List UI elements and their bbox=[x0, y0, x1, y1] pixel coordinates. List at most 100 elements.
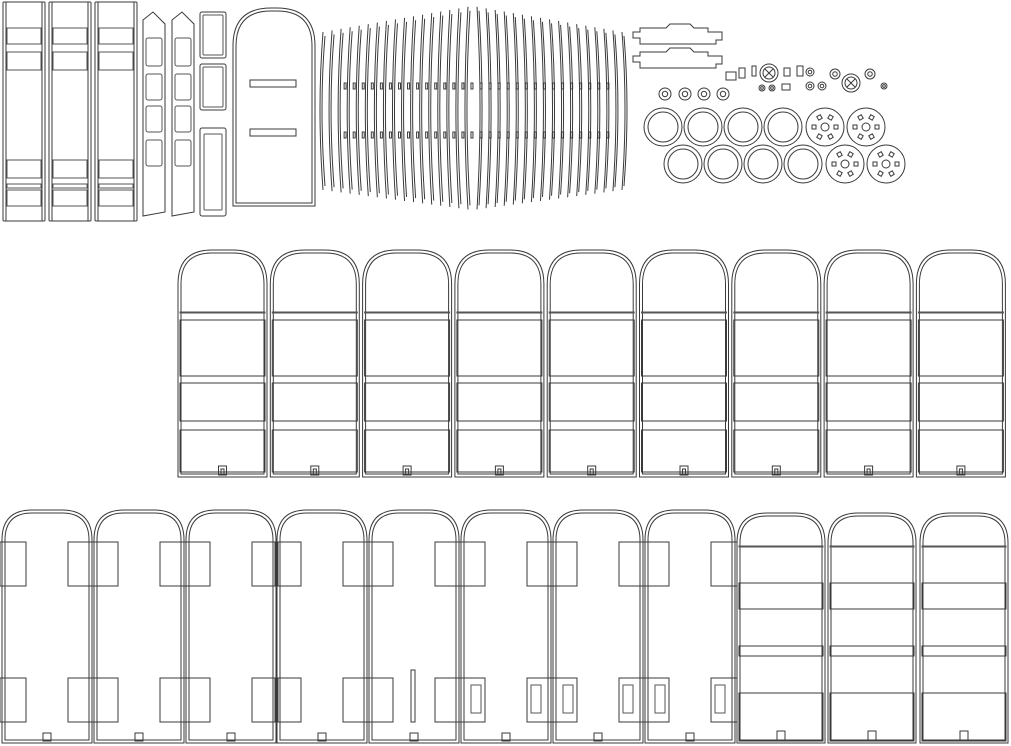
hub-hole bbox=[837, 171, 842, 176]
small-washer bbox=[830, 69, 840, 79]
side-panel-slot bbox=[715, 685, 725, 713]
window-panel-outline bbox=[455, 250, 544, 477]
small-washer bbox=[865, 69, 875, 79]
side-panel-tab bbox=[43, 733, 51, 741]
rib-slot bbox=[507, 132, 509, 138]
rib-slot bbox=[580, 83, 582, 89]
hub-hole bbox=[895, 162, 899, 166]
ladder-rung bbox=[7, 184, 41, 188]
rib-curve bbox=[413, 20, 416, 198]
rib bbox=[504, 12, 509, 206]
rib bbox=[531, 16, 536, 202]
bracket-outline bbox=[633, 48, 722, 68]
side-panel bbox=[643, 510, 737, 743]
rib-curve bbox=[392, 19, 395, 199]
window-opening bbox=[365, 320, 450, 376]
rib-curve bbox=[458, 12, 461, 204]
narrow-panel-window bbox=[146, 106, 162, 132]
rib-slot bbox=[562, 132, 564, 138]
side-panel-notch bbox=[184, 542, 210, 586]
door-slot bbox=[250, 129, 296, 136]
rib-curve bbox=[622, 32, 625, 190]
narrow-panel-window bbox=[175, 140, 191, 166]
rib-slot bbox=[553, 132, 555, 138]
hub-hole bbox=[858, 134, 863, 139]
hub bbox=[806, 108, 844, 146]
hub-hole bbox=[869, 115, 874, 120]
window-opening bbox=[918, 430, 1003, 472]
window-opening bbox=[457, 430, 542, 472]
rib-curve bbox=[477, 7, 480, 210]
rib-curve bbox=[322, 36, 325, 186]
rib-curve bbox=[488, 12, 491, 204]
window-divider bbox=[549, 312, 634, 313]
rib bbox=[586, 26, 591, 195]
small-washer bbox=[769, 85, 775, 91]
window-opening bbox=[180, 430, 265, 472]
slotted-panel-inner bbox=[740, 516, 822, 740]
washer-hole bbox=[682, 91, 687, 96]
rib-curve bbox=[358, 30, 361, 191]
rib-curve bbox=[550, 19, 553, 199]
ring-outer bbox=[744, 145, 782, 183]
rib-curve bbox=[524, 19, 527, 200]
window-divider bbox=[457, 312, 542, 313]
small-washer bbox=[717, 88, 729, 100]
side-panel-notch bbox=[184, 678, 210, 722]
rib-slot bbox=[571, 132, 573, 138]
hub-hole bbox=[878, 171, 883, 176]
window-panel-notch bbox=[313, 469, 316, 475]
hub-hole bbox=[875, 125, 879, 129]
window-panel bbox=[824, 250, 913, 477]
rib-curve bbox=[385, 25, 388, 195]
slotted-opening bbox=[922, 646, 1006, 656]
window-opening bbox=[272, 383, 357, 421]
slotted-divider bbox=[739, 546, 823, 547]
side-panel-outline bbox=[369, 510, 459, 743]
gear-inner bbox=[763, 67, 775, 79]
gear-inner bbox=[845, 77, 857, 89]
window-panel-inner bbox=[458, 253, 541, 474]
window-opening bbox=[365, 430, 450, 472]
ring bbox=[744, 145, 782, 183]
hub-center bbox=[882, 160, 890, 168]
rib-slot bbox=[426, 83, 428, 89]
rib-slot bbox=[553, 83, 555, 89]
ring-outer bbox=[684, 108, 722, 146]
rib-curve bbox=[588, 30, 591, 191]
rib-curve bbox=[615, 34, 618, 187]
hub-hole bbox=[878, 152, 883, 157]
gear-cross bbox=[765, 69, 773, 77]
slotted-opening bbox=[830, 646, 914, 656]
slotted-panel-inner bbox=[923, 516, 1005, 740]
rib-slot bbox=[516, 132, 518, 138]
side-panel-notch bbox=[551, 678, 577, 722]
rib-curve bbox=[522, 15, 525, 204]
narrow-panel-window bbox=[175, 106, 191, 132]
rib-curve bbox=[540, 18, 543, 201]
side-panel-inner bbox=[189, 513, 273, 740]
window-panel bbox=[363, 250, 452, 477]
side-panel-notch bbox=[0, 678, 26, 722]
door-outline bbox=[233, 8, 315, 206]
small-clip bbox=[726, 72, 736, 80]
rib-slot bbox=[344, 83, 346, 89]
rib-slot bbox=[389, 132, 391, 138]
rib-curve bbox=[504, 12, 507, 206]
ladder-rung bbox=[99, 184, 133, 188]
window-panel-outline bbox=[640, 250, 729, 477]
window-panel bbox=[270, 250, 359, 477]
door-slot bbox=[250, 80, 296, 87]
rib-curve bbox=[365, 24, 368, 196]
side-panel-inner bbox=[280, 513, 364, 740]
ring-inner bbox=[788, 149, 818, 179]
ladder-outline bbox=[49, 2, 91, 221]
ring-inner bbox=[688, 112, 718, 142]
rib bbox=[465, 7, 473, 210]
ladder-rung bbox=[53, 190, 87, 206]
clip-outline bbox=[726, 72, 736, 80]
rib bbox=[595, 27, 600, 193]
window-panel-inner bbox=[643, 253, 726, 474]
rib-curve bbox=[497, 14, 500, 203]
